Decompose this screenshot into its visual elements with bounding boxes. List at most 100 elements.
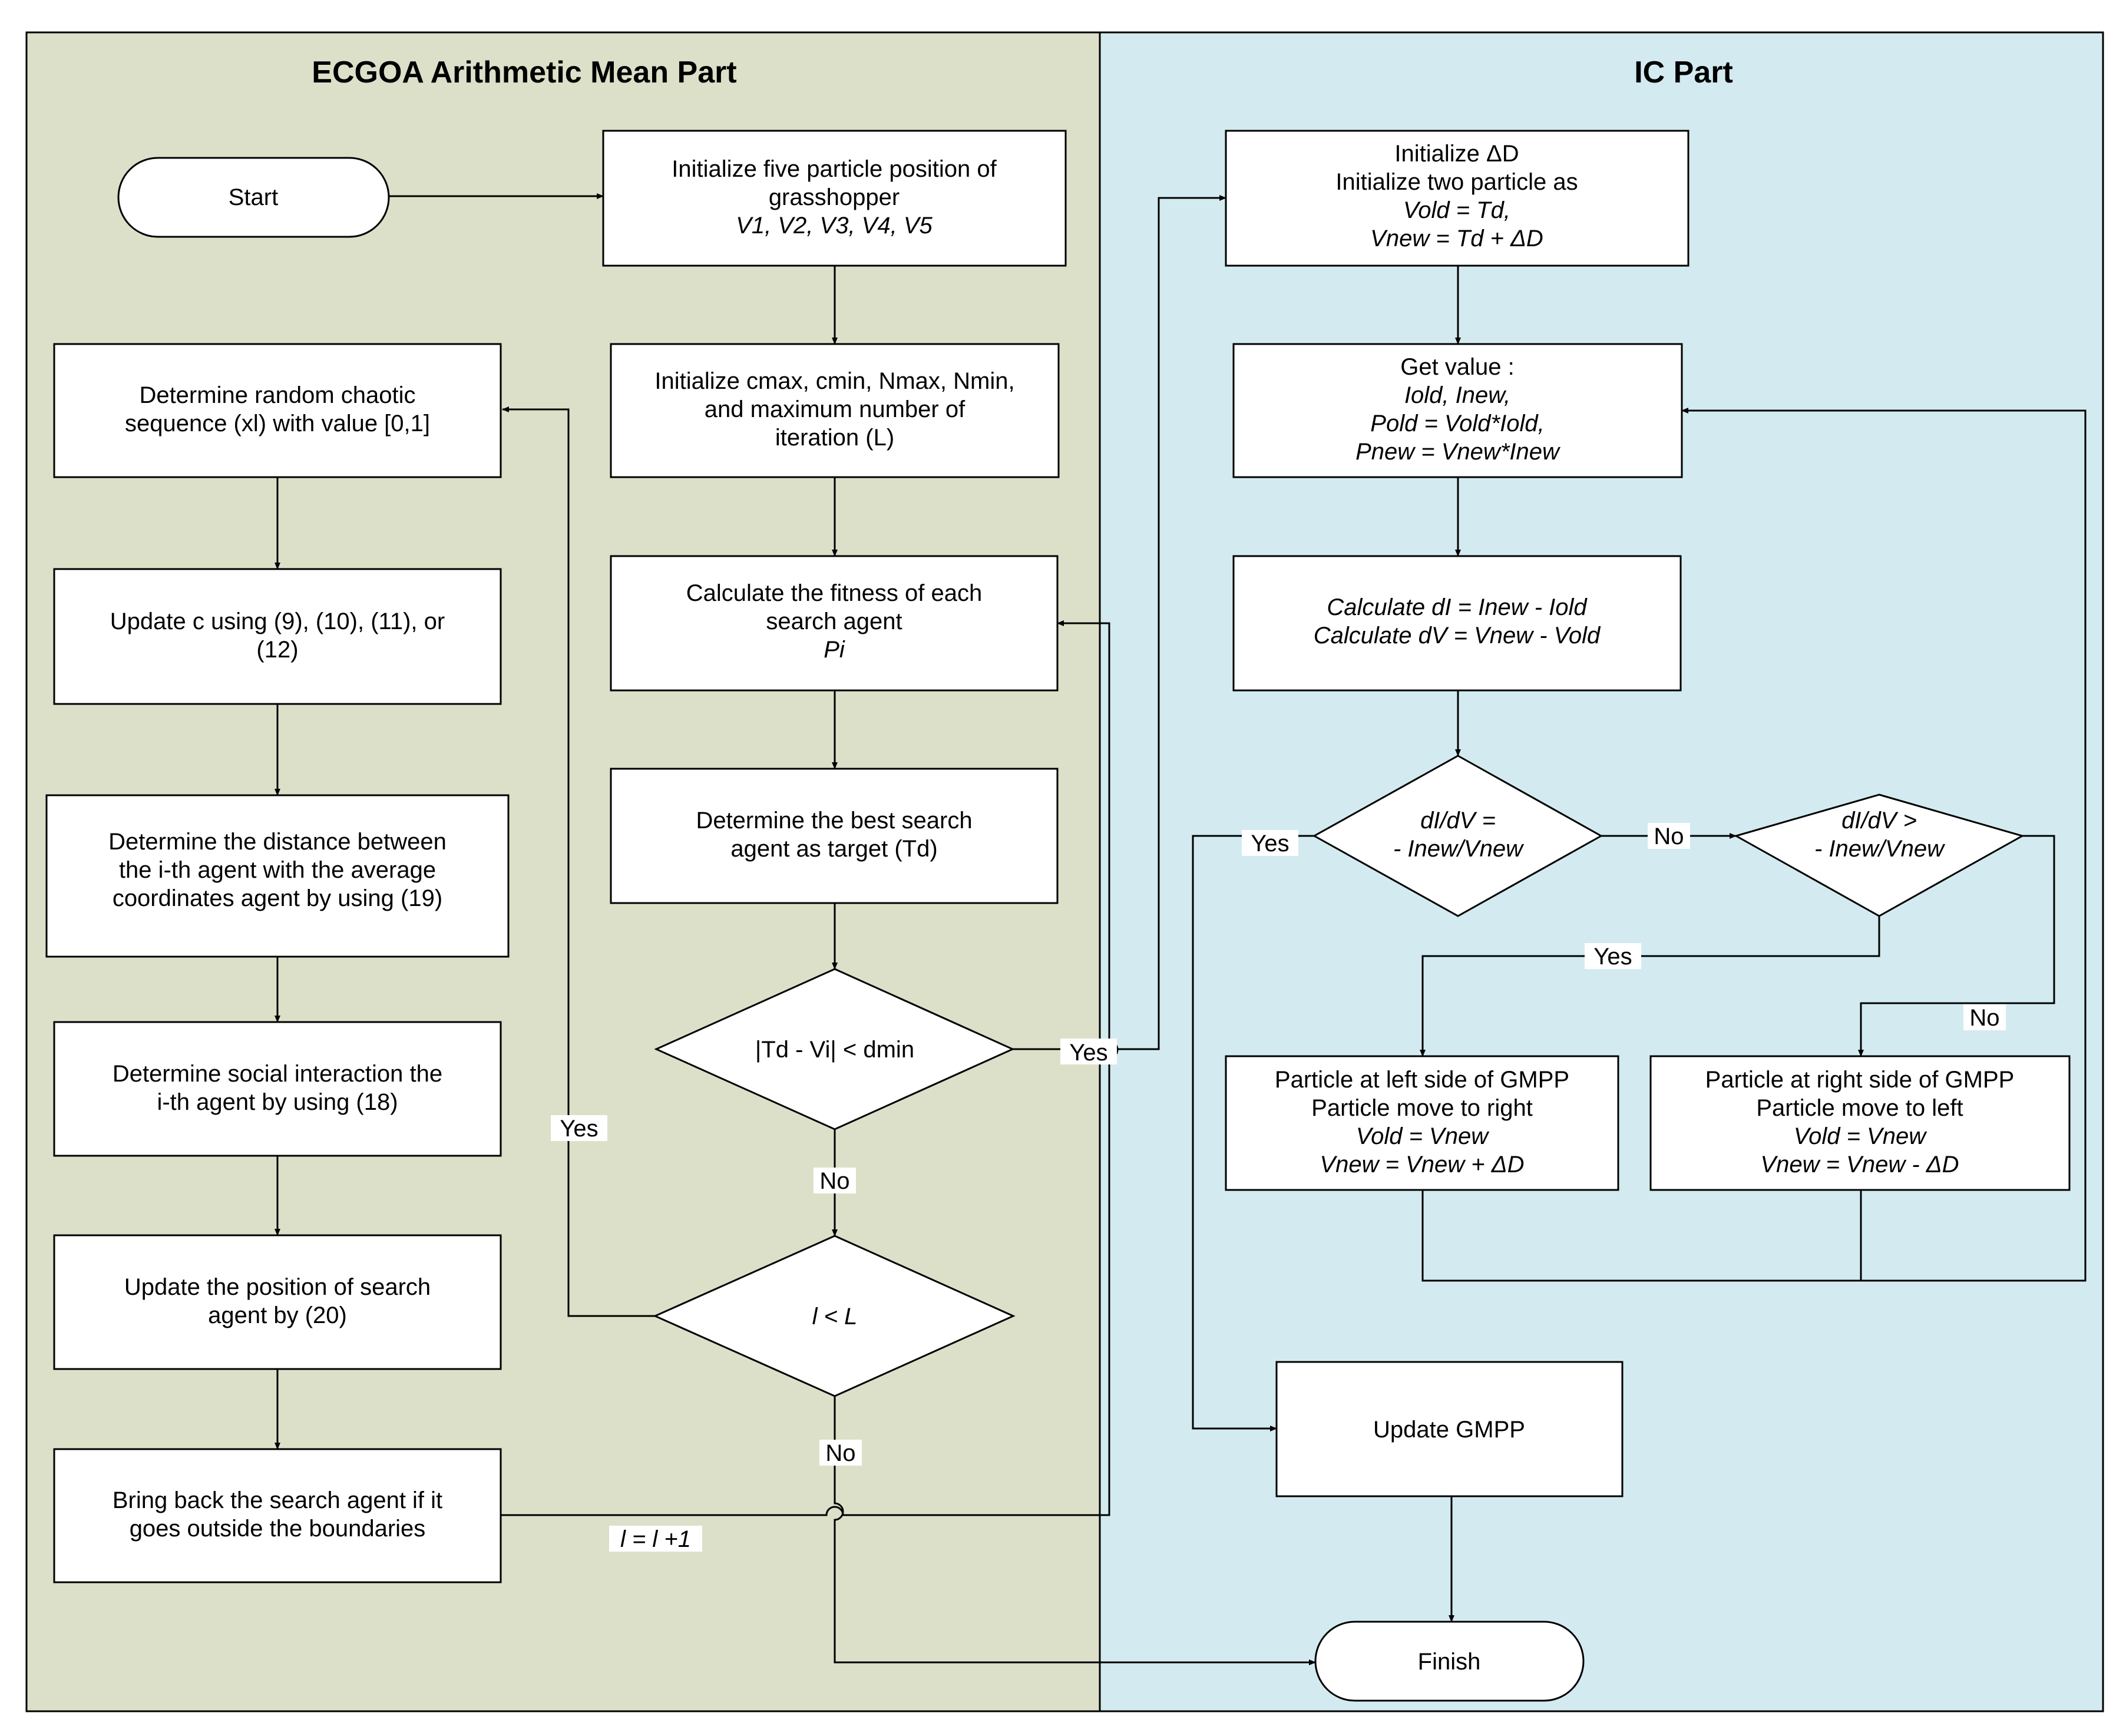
svg-text:- Inew/Vnew: - Inew/Vnew xyxy=(1814,836,1946,862)
svg-text:sequence (xl) with value [0,1]: sequence (xl) with value [0,1] xyxy=(125,411,430,437)
svg-text:Initialize cmax, cmin, Nmax, N: Initialize cmax, cmin, Nmax, Nmin, xyxy=(654,368,1014,394)
slope-greater-decision: dI/dV > - Inew/Vnew xyxy=(1734,793,2025,917)
slope-equal-decision: dI/dV = - Inew/Vnew xyxy=(1312,755,1603,917)
svg-text:No: No xyxy=(825,1440,855,1466)
ic-init-box: Initialize ΔD Initialize two particle as… xyxy=(1225,130,1689,267)
svg-text:Initialize two particle as: Initialize two particle as xyxy=(1335,169,1578,195)
svg-text:agent as target (Td): agent as target (Td) xyxy=(730,836,937,862)
svg-text:Calculate dI = Inew - Iold: Calculate dI = Inew - Iold xyxy=(1327,594,1588,620)
iteration-decision: l < L xyxy=(653,1235,1016,1397)
label-gt-yes: Yes xyxy=(1585,943,1641,970)
svg-text:- Inew/Vnew: - Inew/Vnew xyxy=(1393,836,1525,862)
edge-sides-getval xyxy=(1421,408,2087,1282)
svg-text:Calculate dV = Vnew - Vold: Calculate dV = Vnew - Vold xyxy=(1314,623,1601,649)
label-dist-no: No xyxy=(814,1168,856,1194)
svg-text:Vnew = Td + ΔD: Vnew = Td + ΔD xyxy=(1370,226,1543,252)
svg-text:No: No xyxy=(1654,824,1684,849)
edge-labels: Yes No Yes No l = l +1 Yes No Yes xyxy=(551,823,2006,1552)
svg-text:Vnew = Vnew + ΔD: Vnew = Vnew + ΔD xyxy=(1320,1152,1524,1178)
svg-text:Initialize five particle posit: Initialize five particle position of xyxy=(672,156,997,182)
svg-text:Yes: Yes xyxy=(1069,1040,1107,1066)
get-value-box: Get value : Iold, Inew, Pold = Vold*Iold… xyxy=(1232,343,1683,478)
svg-text:Bring back the search agent if: Bring back the search agent if it xyxy=(113,1487,442,1513)
left-side-box: Particle at left side of GMPP Particle m… xyxy=(1225,1055,1619,1191)
svg-text:(12): (12) xyxy=(256,637,298,663)
finish-node: Finish xyxy=(1314,1621,1585,1702)
svg-text:Pnew = Vnew*Inew: Pnew = Vnew*Inew xyxy=(1355,439,1561,465)
svg-text:Yes: Yes xyxy=(1251,831,1289,857)
right-panel-title: IC Part xyxy=(1634,55,1733,90)
svg-text:Update c using (9), (10), (11): Update c using (9), (10), (11), or xyxy=(110,609,445,634)
svg-text:coordinates agent by using (19: coordinates agent by using (19) xyxy=(113,885,442,911)
svg-text:Calculate the fitness of each: Calculate the fitness of each xyxy=(686,580,983,606)
svg-text:Vold = Vnew: Vold = Vnew xyxy=(1794,1123,1927,1149)
label-iter-no: No xyxy=(819,1440,862,1466)
svg-text:Pi: Pi xyxy=(824,637,845,663)
edge-gt-right xyxy=(1858,835,2055,1057)
calc-derivative-box: Calculate dI = Inew - Iold Calculate dV … xyxy=(1232,555,1682,692)
init-position-box: Initialize five particle position of gra… xyxy=(602,130,1067,267)
update-position-box: Update the position of search agent by (… xyxy=(53,1234,502,1370)
distance-decision: |Td - Vi| < dmin xyxy=(654,968,1015,1130)
social-interaction-box: Determine social interaction the i-th ag… xyxy=(53,1021,502,1157)
svg-text:Initialize ΔD: Initialize ΔD xyxy=(1394,141,1519,167)
start-node: Start xyxy=(117,157,390,238)
label-gt-no: No xyxy=(1963,1004,2006,1031)
svg-text:Determine random chaotic: Determine random chaotic xyxy=(139,382,415,408)
label-eq-yes: Yes xyxy=(1242,830,1298,857)
edge-iter-yes xyxy=(502,406,655,1317)
chaotic-sequence-box: Determine random chaotic sequence (xl) w… xyxy=(53,343,502,478)
update-gmpp-box: Update GMPP xyxy=(1275,1361,1624,1497)
best-agent-box: Determine the best search agent as targe… xyxy=(610,768,1059,904)
svg-text:Determine the distance between: Determine the distance between xyxy=(108,829,447,855)
svg-text:|Td - Vi| < dmin: |Td - Vi| < dmin xyxy=(755,1037,914,1063)
svg-text:iteration (L): iteration (L) xyxy=(775,425,894,451)
svg-text:Finish: Finish xyxy=(1418,1649,1481,1675)
bring-back-box: Bring back the search agent if it goes o… xyxy=(53,1448,502,1583)
update-c-box: Update c using (9), (10), (11), or (12) xyxy=(53,568,502,705)
right-side-box: Particle at right side of GMPP Particle … xyxy=(1649,1055,2071,1191)
init-params-box: Initialize cmax, cmin, Nmax, Nmin, and m… xyxy=(610,343,1060,478)
edge-gt-left xyxy=(1420,916,1880,1057)
svg-text:Vold = Td,: Vold = Td, xyxy=(1403,197,1510,223)
svg-text:Update the position of search: Update the position of search xyxy=(124,1274,431,1300)
svg-text:V1, V2, V3, V4, V5: V1, V2, V3, V4, V5 xyxy=(736,213,933,239)
svg-text:Yes: Yes xyxy=(1593,944,1632,970)
svg-text:Particle at right side of GMPP: Particle at right side of GMPP xyxy=(1705,1067,2015,1093)
svg-text:Determine social interaction t: Determine social interaction the xyxy=(113,1061,442,1087)
svg-text:No: No xyxy=(819,1168,849,1194)
svg-text:Iold, Inew,: Iold, Inew, xyxy=(1404,382,1510,408)
svg-text:l < L: l < L xyxy=(812,1304,858,1330)
svg-text:search agent: search agent xyxy=(766,609,902,634)
svg-text:Start: Start xyxy=(229,184,278,210)
svg-text:Yes: Yes xyxy=(560,1116,598,1142)
svg-text:goes outside the boundaries: goes outside the boundaries xyxy=(130,1516,426,1542)
svg-text:Vnew = Vnew - ΔD: Vnew = Vnew - ΔD xyxy=(1761,1152,1959,1178)
svg-text:grasshopper: grasshopper xyxy=(769,184,900,210)
svg-text:Update GMPP: Update GMPP xyxy=(1373,1417,1525,1443)
svg-text:agent by (20): agent by (20) xyxy=(208,1302,347,1328)
svg-text:and maximum number of: and maximum number of xyxy=(705,396,966,422)
svg-text:No: No xyxy=(1969,1005,1999,1031)
connectors xyxy=(275,193,2087,1665)
svg-text:Pold = Vold*Iold,: Pold = Vold*Iold, xyxy=(1370,411,1544,437)
svg-text:the i-th agent with the averag: the i-th agent with the average xyxy=(119,857,436,883)
label-eq-no: No xyxy=(1648,823,1690,849)
svg-text:Particle move to left: Particle move to left xyxy=(1756,1095,1963,1121)
svg-text:dI/dV =: dI/dV = xyxy=(1420,808,1496,834)
svg-text:Get value :: Get value : xyxy=(1400,354,1514,380)
svg-text:Determine the best search: Determine the best search xyxy=(696,808,972,834)
svg-text:l = l +1: l = l +1 xyxy=(620,1526,691,1552)
svg-text:Particle move to right: Particle move to right xyxy=(1311,1095,1533,1121)
label-increment: l = l +1 xyxy=(609,1526,702,1552)
label-dist-yes: Yes xyxy=(1060,1039,1117,1066)
fitness-box: Calculate the fitness of each search age… xyxy=(610,555,1059,692)
distance-box: Determine the distance between the i-th … xyxy=(45,794,510,958)
left-panel-title: ECGOA Arithmetic Mean Part xyxy=(312,55,736,90)
svg-text:dI/dV >: dI/dV > xyxy=(1841,808,1917,834)
svg-text:i-th agent by using (18): i-th agent by using (18) xyxy=(157,1089,398,1115)
svg-text:Vold = Vnew: Vold = Vnew xyxy=(1356,1123,1490,1149)
label-iter-yes: Yes xyxy=(551,1115,607,1142)
svg-text:Particle at left side of GMPP: Particle at left side of GMPP xyxy=(1275,1067,1569,1093)
